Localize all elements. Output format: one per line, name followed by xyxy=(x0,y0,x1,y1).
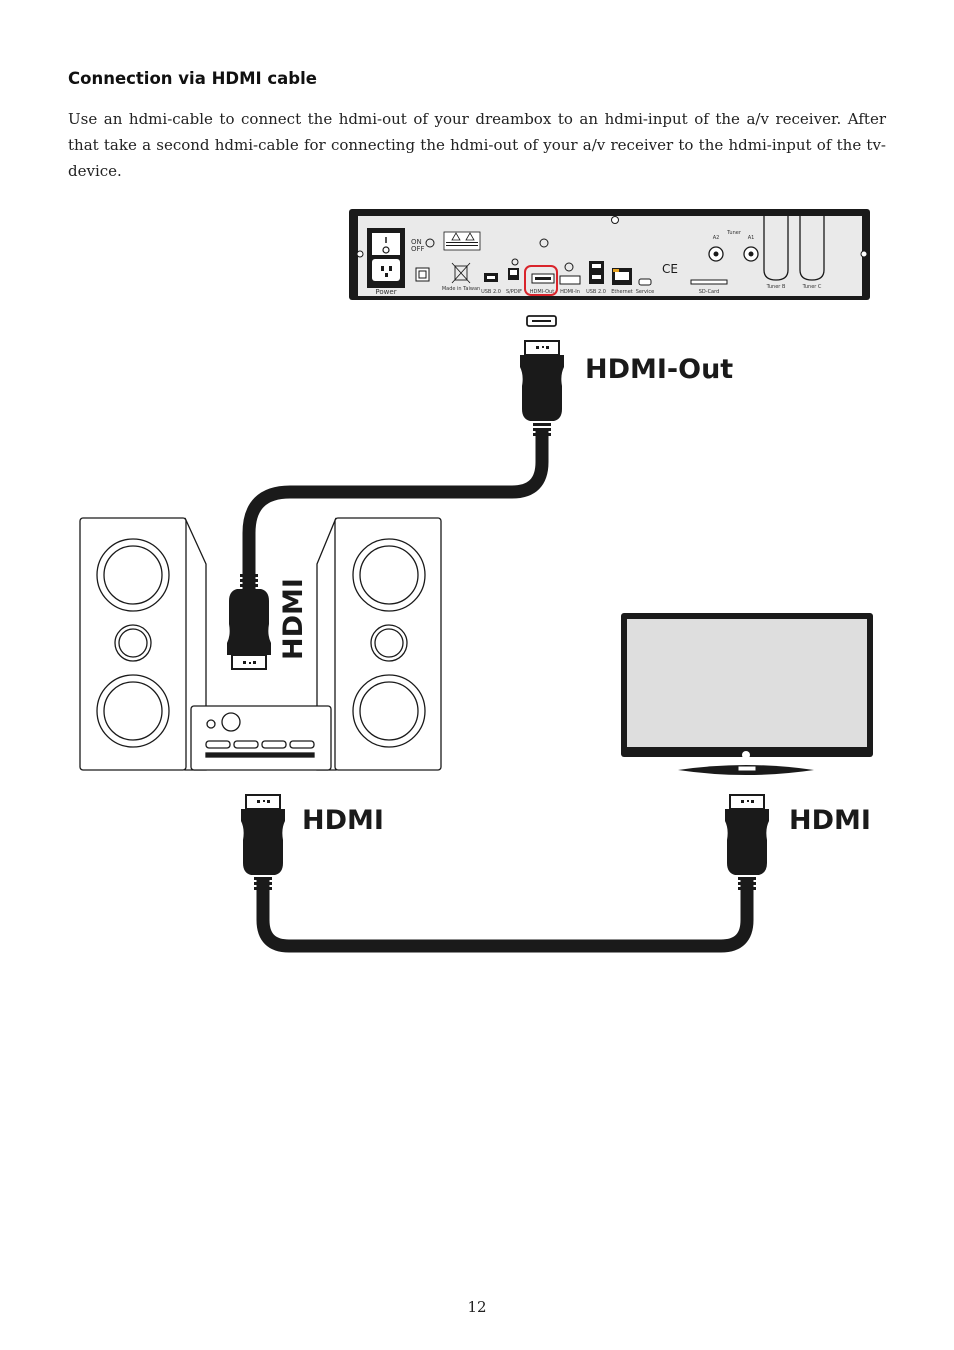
usb-left-label: USB 2.0 xyxy=(481,289,501,295)
ce-mark: CE xyxy=(662,262,678,276)
tuner-c-label: Tuner C xyxy=(802,284,822,290)
section-body: Use an hdmi-cable to connect the hdmi-ou… xyxy=(68,110,886,180)
hdmi-receiver-bottom-label: HDMI xyxy=(302,805,384,836)
section-heading: Connection via HDMI cable xyxy=(68,69,317,88)
hdmi-out-port-label: HDMI-Out xyxy=(530,289,554,295)
dreambox-rear-panel: Power ON OFF Made in Taiwan USB 2.0 S/PD… xyxy=(349,209,870,300)
on-label: ON xyxy=(411,238,422,246)
page-number: 12 xyxy=(467,1298,487,1316)
power-label: Power xyxy=(375,288,396,296)
spdif-label: S/PDIF xyxy=(506,289,522,295)
hdmi-tv-label: HDMI xyxy=(789,805,871,836)
service-label: Service xyxy=(636,289,654,295)
sd-card-label: SD-Card xyxy=(699,289,720,295)
hdmi-out-label: HDMI-Out xyxy=(585,354,733,385)
hdmi-in-port-label: HDMI-In xyxy=(560,289,580,295)
off-label: OFF xyxy=(411,245,425,253)
tuner-b-label: Tuner B xyxy=(766,284,786,290)
hdmi-connector-out xyxy=(519,340,565,437)
av-receiver-system xyxy=(79,517,442,771)
hdmi-receiver-top-label: HDMI xyxy=(278,578,309,660)
hdmi-connector-tv xyxy=(724,794,770,891)
hdmi-connector-receiver-bottom xyxy=(240,794,286,891)
made-in-label: Made in Taiwan xyxy=(442,286,480,292)
a1-label: A1 xyxy=(748,235,755,241)
usb-right-label: USB 2.0 xyxy=(586,289,606,295)
tv-device xyxy=(621,613,873,775)
tuner-label: Tuner xyxy=(726,230,742,236)
ethernet-label: Ethernet xyxy=(611,289,633,295)
hdmi-cable-2 xyxy=(256,880,754,953)
a2-label: A2 xyxy=(713,235,720,241)
hdmi-cable-1 xyxy=(242,430,549,590)
